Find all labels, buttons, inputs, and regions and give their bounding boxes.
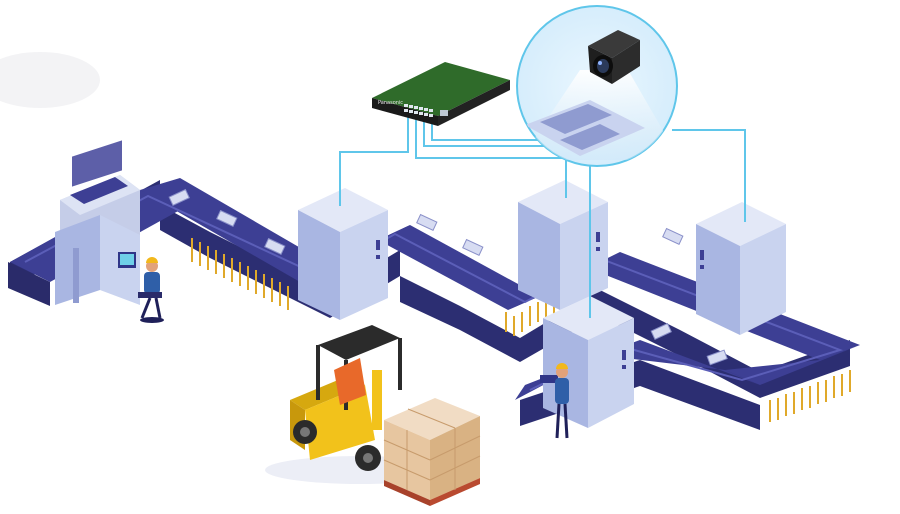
- conveyor-legs: [191, 238, 851, 422]
- operator-console: [55, 140, 140, 305]
- inspection-station-2: [518, 180, 608, 310]
- inspection-station-4: [543, 296, 634, 428]
- camera-zoom-callout: [516, 5, 678, 167]
- inspection-station-1: [298, 188, 388, 320]
- background-shadow: [0, 52, 100, 108]
- inspection-station-3: [696, 202, 786, 335]
- operator-worker-left: [138, 257, 164, 323]
- network-switch: Panasonic: [372, 62, 510, 126]
- operator-worker-right: [540, 363, 569, 439]
- network-cables: [339, 110, 746, 318]
- pallet-boxes: [383, 398, 481, 506]
- switch-ports: [404, 104, 433, 117]
- camera-icon: [588, 30, 640, 84]
- conveyor-end-cap: [8, 262, 50, 306]
- switch-brand-label: Panasonic: [378, 100, 403, 106]
- switch-sfp-port: [440, 110, 448, 116]
